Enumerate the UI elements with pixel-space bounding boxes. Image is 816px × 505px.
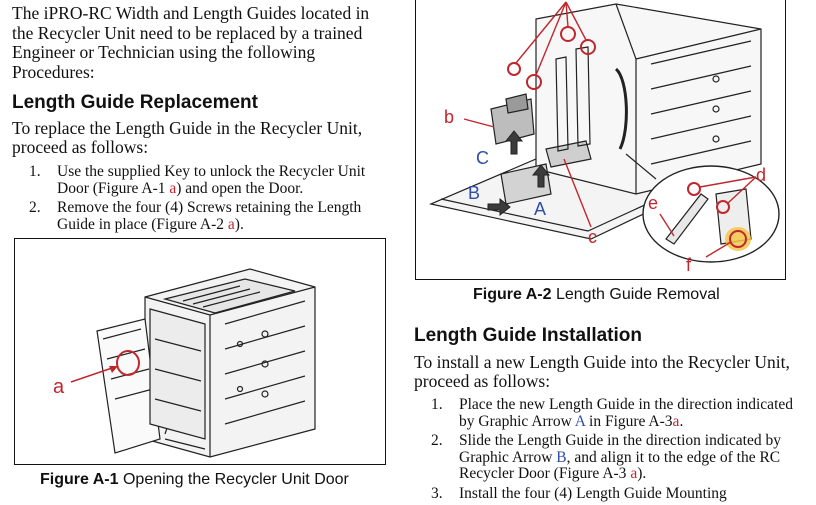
installation-lead: To install a new Length Guide into the R… bbox=[414, 352, 790, 391]
replacement-lead: To replace the Length Guide in the Recyc… bbox=[12, 118, 363, 157]
installation-step-1: 1.Place the new Length Guide in the dire… bbox=[431, 396, 793, 430]
replacement-step-1: 1.Use the supplied Key to unlock the Rec… bbox=[29, 163, 366, 197]
arrow-label-c: C bbox=[476, 148, 489, 168]
callout-label-c: c bbox=[588, 227, 597, 247]
arrow-label-a: A bbox=[534, 199, 546, 219]
installation-steps: 1.Place the new Length Guide in the dire… bbox=[414, 396, 794, 505]
figure-a1-caption: Figure A-1 Opening the Recycler Unit Doo… bbox=[40, 471, 349, 488]
installation-step-3: 3.Install the four (4) Length Guide Moun… bbox=[431, 484, 727, 502]
arrow-label-b: B bbox=[468, 183, 480, 203]
installation-heading: Length Guide Installation bbox=[414, 325, 642, 346]
callout-label-a: a bbox=[53, 376, 65, 398]
figure-a2-illustration: b c d e f A B C bbox=[429, 1, 780, 275]
figure-a2-frame: b c d e f A B C bbox=[415, 0, 786, 280]
replacement-steps: 1.Use the supplied Key to unlock the Rec… bbox=[12, 163, 390, 236]
figure-ref-link[interactable]: a bbox=[672, 412, 680, 430]
figure-a1-frame: a bbox=[14, 238, 386, 465]
callout-label-f: f bbox=[686, 255, 692, 275]
callout-label-d: d bbox=[756, 165, 766, 185]
installation-step-2: 2.Slide the Length Guide in the directio… bbox=[431, 432, 781, 482]
figure-a2-caption: Figure A-2 Length Guide Removal bbox=[473, 286, 720, 303]
intro-paragraph: The iPRO-RC Width and Length Guides loca… bbox=[12, 3, 370, 82]
callout-label-b: b bbox=[444, 107, 454, 127]
replacement-heading: Length Guide Replacement bbox=[12, 92, 258, 113]
figure-a1-illustration: a bbox=[53, 268, 316, 458]
callout-circle-icon bbox=[116, 350, 140, 376]
replacement-step-2: 2.Remove the four (4) Screws retaining t… bbox=[29, 199, 362, 233]
graphic-arrow-ref: A bbox=[574, 412, 586, 430]
figure-ref-link[interactable]: a bbox=[630, 465, 638, 482]
graphic-arrow-ref: B bbox=[556, 448, 567, 466]
callout-label-e: e bbox=[648, 193, 658, 213]
figure-ref-link[interactable]: a bbox=[169, 179, 177, 197]
figure-ref-link[interactable]: a bbox=[227, 215, 235, 233]
